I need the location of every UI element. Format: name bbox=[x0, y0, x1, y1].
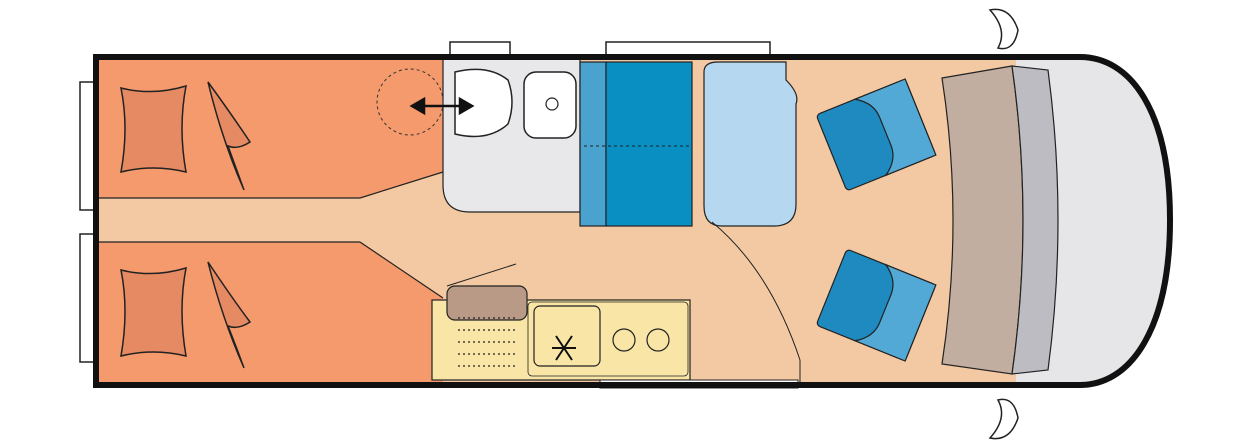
worktop bbox=[527, 301, 689, 377]
cab-seat-driver bbox=[816, 78, 937, 191]
drain-icon bbox=[545, 97, 559, 111]
mirror-icon bbox=[988, 398, 1019, 440]
toilet-icon bbox=[454, 68, 513, 138]
double-arrow-icon bbox=[409, 96, 475, 116]
dashboard-top bbox=[1011, 65, 1059, 375]
kitchen-ext bbox=[446, 263, 517, 287]
hob-icon bbox=[612, 328, 636, 352]
dinette-bench-seat bbox=[605, 61, 693, 227]
bed-edge bbox=[359, 171, 444, 199]
sink-icon bbox=[533, 305, 601, 367]
mirror-icon bbox=[988, 8, 1019, 50]
outer-wall bbox=[93, 54, 1174, 388]
pillow-icon bbox=[207, 261, 252, 369]
dinette-bench-back bbox=[579, 61, 607, 227]
pillow-icon bbox=[120, 266, 187, 358]
pillow-icon bbox=[207, 81, 252, 191]
fridge-vents bbox=[458, 317, 518, 367]
washbasin-icon bbox=[523, 71, 577, 139]
bed-edge bbox=[359, 241, 444, 299]
pillow-icon bbox=[120, 84, 187, 174]
cab-seat-passenger bbox=[816, 249, 937, 362]
counter-corner bbox=[446, 285, 528, 321]
dashboard bbox=[941, 65, 1024, 375]
hob-icon bbox=[646, 328, 670, 352]
shower-outline bbox=[376, 68, 444, 136]
snowflake-icon bbox=[552, 335, 576, 361]
entry-door-swing bbox=[711, 221, 801, 361]
dinette-table bbox=[703, 61, 798, 227]
